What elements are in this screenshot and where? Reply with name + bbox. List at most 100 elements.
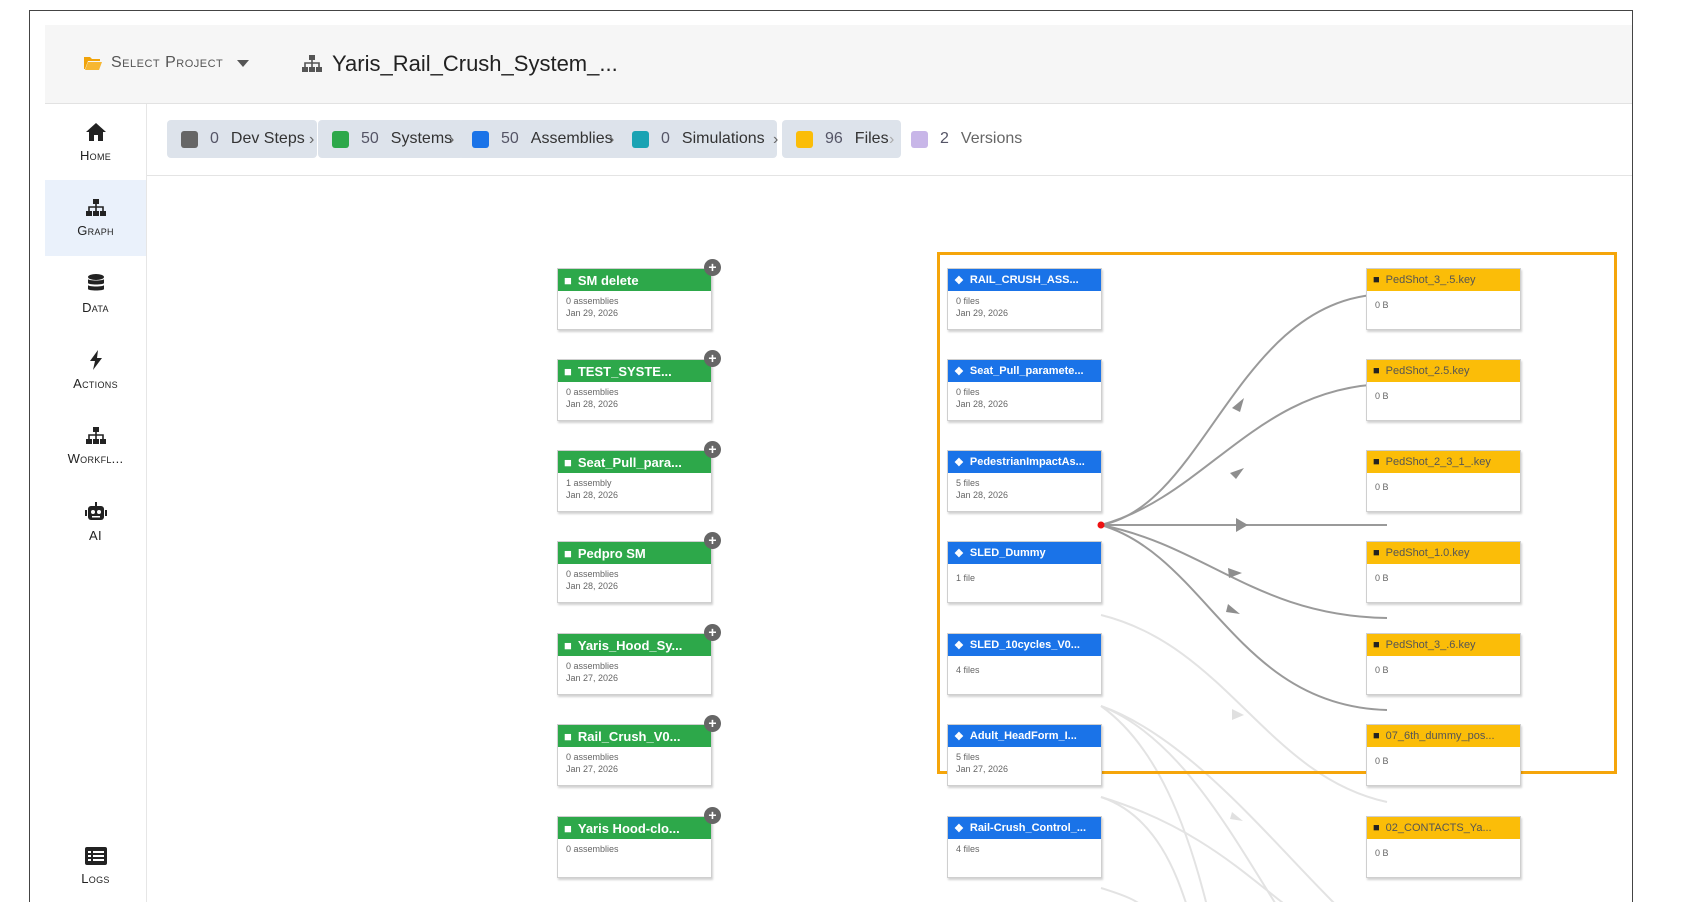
graph-edge [1100, 705, 1335, 902]
sidebar-item-ai[interactable]: AI [45, 484, 146, 560]
node-count: 0 assemblies [566, 569, 619, 579]
add-icon[interactable]: + [704, 624, 721, 641]
graph-edge [1100, 796, 1284, 902]
sidebar-item-label: Graph [77, 222, 114, 238]
file-size: 0 B [1375, 848, 1389, 858]
arrow-icon [1236, 518, 1248, 532]
select-project-label: Select Project [111, 54, 224, 71]
select-project-dropdown[interactable]: Select Project [83, 54, 250, 72]
add-icon[interactable]: + [704, 715, 721, 732]
sidebar-item-label: Home [79, 147, 112, 163]
file-node[interactable]: ■PedShot_2.5.key 0 B [1366, 359, 1521, 421]
cubes-icon: ❖ [954, 274, 964, 287]
sidebar-item-graph[interactable]: Graph [45, 180, 146, 256]
graph-edge [1100, 796, 1187, 902]
port-dot [1097, 521, 1105, 529]
workflow-icon [85, 426, 106, 444]
add-icon[interactable]: + [704, 807, 721, 824]
assembly-node[interactable]: ❖SLED_10cycles_V0... 4 files [947, 633, 1102, 695]
node-title: PedShot_2_3_1_.key [1385, 456, 1491, 468]
sitemap-icon: ■ [564, 545, 572, 561]
sidebar-item-actions[interactable]: Actions [45, 332, 146, 408]
graph-edge [1100, 614, 1388, 803]
file-size: 0 B [1375, 573, 1389, 583]
graph-icon [85, 198, 106, 216]
count: 50 [361, 130, 379, 147]
add-icon[interactable]: + [704, 350, 721, 367]
label: Versions [960, 130, 1023, 147]
sidebar: Home Graph Data Actions Workfl... AI Log… [45, 104, 147, 902]
node-date: Jan 27, 2026 [566, 764, 619, 774]
sidebar-item-workflows[interactable]: Workfl... [45, 408, 146, 484]
node-count: 4 files [956, 665, 980, 675]
node-date: Jan 29, 2026 [566, 308, 619, 318]
sidebar-item-home[interactable]: Home [45, 104, 146, 180]
count: 0 [210, 130, 219, 147]
logs-icon [84, 846, 107, 865]
file-node[interactable]: ■02_CONTACTS_Ya... 0 B [1366, 816, 1521, 878]
sidebar-item-label: Data [82, 299, 109, 315]
add-icon[interactable]: + [704, 259, 721, 276]
topbar: Select Project Yaris_Rail_Crush_System_.… [45, 25, 1632, 104]
node-title: RAIL_CRUSH_ASS... [969, 274, 1079, 286]
sitemap-icon: ■ [564, 272, 572, 288]
node-title: Yaris_Hood_Sy... [577, 637, 683, 653]
robot-icon [84, 501, 107, 520]
file-node[interactable]: ■PedShot_3_.6.key 0 B [1366, 633, 1521, 695]
node-title: 07_6th_dummy_pos... [1385, 730, 1495, 742]
node-title: PedShot_3_.6.key [1385, 639, 1476, 651]
legend-swatch [632, 130, 649, 148]
file-size: 0 B [1375, 391, 1389, 401]
graph-edge [1100, 524, 1388, 619]
breadcrumb-systems[interactable]: 50 Systems [318, 120, 465, 158]
assembly-node[interactable]: ❖SLED_Dummy 1 file [947, 541, 1102, 603]
node-title: SM delete [577, 272, 639, 288]
node-count: 5 files [956, 752, 980, 762]
assembly-node[interactable]: ❖Rail-Crush_Control_... 4 files [947, 816, 1102, 878]
cubes-icon: ❖ [954, 822, 964, 835]
count: 50 [501, 130, 519, 147]
sidebar-item-logs[interactable]: Logs [45, 828, 146, 902]
graph-edge [1100, 705, 1276, 902]
breadcrumb-files[interactable]: 96 Files [782, 120, 901, 158]
file-node[interactable]: ■PedShot_2_3_1_.key 0 B [1366, 450, 1521, 512]
node-count: 5 files [956, 478, 980, 488]
system-node[interactable]: ■Yaris Hood-clo... 0 assemblies + [557, 807, 721, 878]
graph-edge [1100, 524, 1388, 711]
file-node[interactable]: ■07_6th_dummy_pos... 0 B [1366, 724, 1521, 786]
breadcrumb-versions[interactable]: 2 Versions [897, 120, 1034, 158]
breadcrumb-simulations[interactable]: 0 Simulations [618, 120, 777, 158]
breadcrumb-dev-steps[interactable]: 0 Dev Steps [167, 120, 317, 158]
graph-edge [1100, 705, 1208, 902]
add-icon[interactable]: + [704, 532, 721, 549]
breadcrumb-assemblies[interactable]: 50 Assemblies [458, 120, 625, 158]
legend-swatch [332, 130, 349, 148]
file-size: 0 B [1375, 482, 1389, 492]
cubes-icon: ❖ [954, 730, 964, 743]
project-title-text: Yaris_Rail_Crush_System_... [332, 51, 618, 76]
label: Files [854, 130, 889, 147]
node-title: Seat_Pull_para... [577, 454, 682, 470]
file-node[interactable]: ■PedShot_1.0.key 0 B [1366, 541, 1521, 603]
graph-canvas[interactable]: ■ SM delete 0 assemblies Jan 29, 2026 + ■T… [147, 176, 1632, 902]
add-icon[interactable]: + [704, 441, 721, 458]
file-node[interactable]: ■PedShot_3_.5.key 0 B [1366, 268, 1521, 330]
sitemap-icon: ■ [564, 363, 572, 379]
file-icon: ■ [1373, 822, 1380, 834]
node-date: Jan 28, 2026 [566, 490, 619, 500]
node-date: Jan 29, 2026 [956, 308, 1009, 318]
file-size: 0 B [1375, 665, 1389, 675]
sidebar-item-data[interactable]: Data [45, 256, 146, 332]
sitemap-icon [302, 55, 322, 72]
home-icon [85, 122, 106, 141]
